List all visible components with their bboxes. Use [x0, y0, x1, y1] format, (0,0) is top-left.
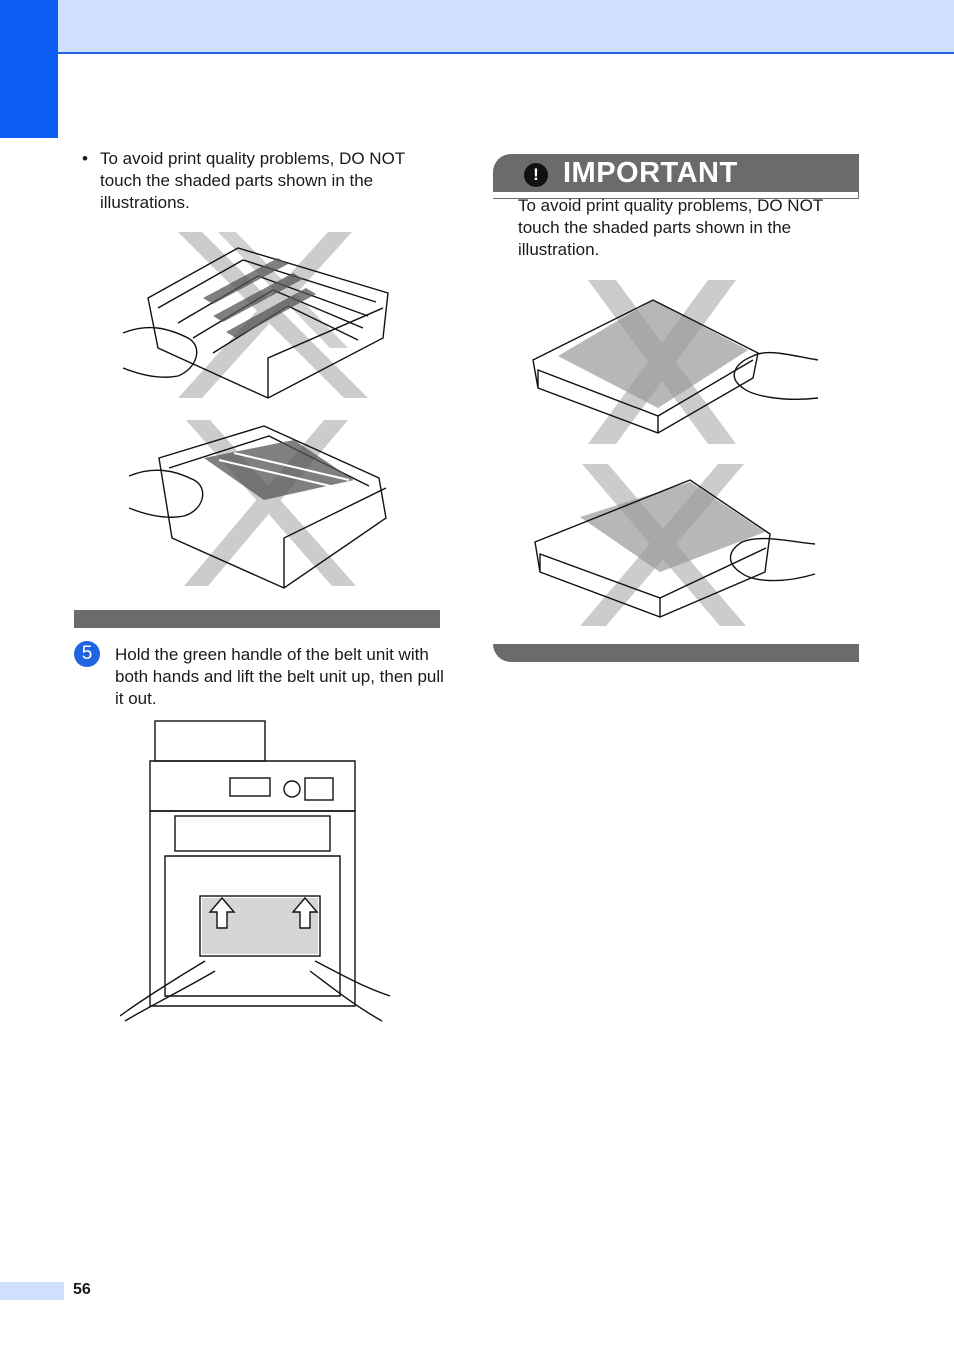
- chapter-tab: [0, 0, 58, 138]
- bullet-text: To avoid print quality problems, DO NOT …: [100, 149, 405, 212]
- bullet-item: • To avoid print quality problems, DO NO…: [82, 148, 444, 214]
- drum-unit-illustration-bottom: [124, 418, 404, 594]
- belt-unit-illustration-bottom: [530, 462, 822, 628]
- footer-tab: [0, 1282, 64, 1300]
- important-text: To avoid print quality problems, DO NOT …: [518, 196, 823, 259]
- belt-unit-illustration-top: [528, 278, 824, 446]
- important-header-border: [493, 192, 859, 199]
- step-number-badge: 5: [74, 641, 100, 667]
- important-header: [493, 154, 859, 192]
- exclamation-icon: !: [524, 163, 548, 187]
- important-footer-bar: [493, 644, 859, 662]
- page-number: 56: [73, 1281, 91, 1298]
- printer-illustration: [120, 716, 400, 1026]
- step-text: Hold the green handle of the belt unit w…: [115, 645, 444, 708]
- bullet-mark: •: [82, 149, 88, 168]
- header-band: [0, 0, 954, 54]
- important-title: IMPORTANT: [563, 157, 738, 189]
- section-divider-left: [74, 610, 440, 628]
- drum-unit-illustration-top: [118, 228, 408, 408]
